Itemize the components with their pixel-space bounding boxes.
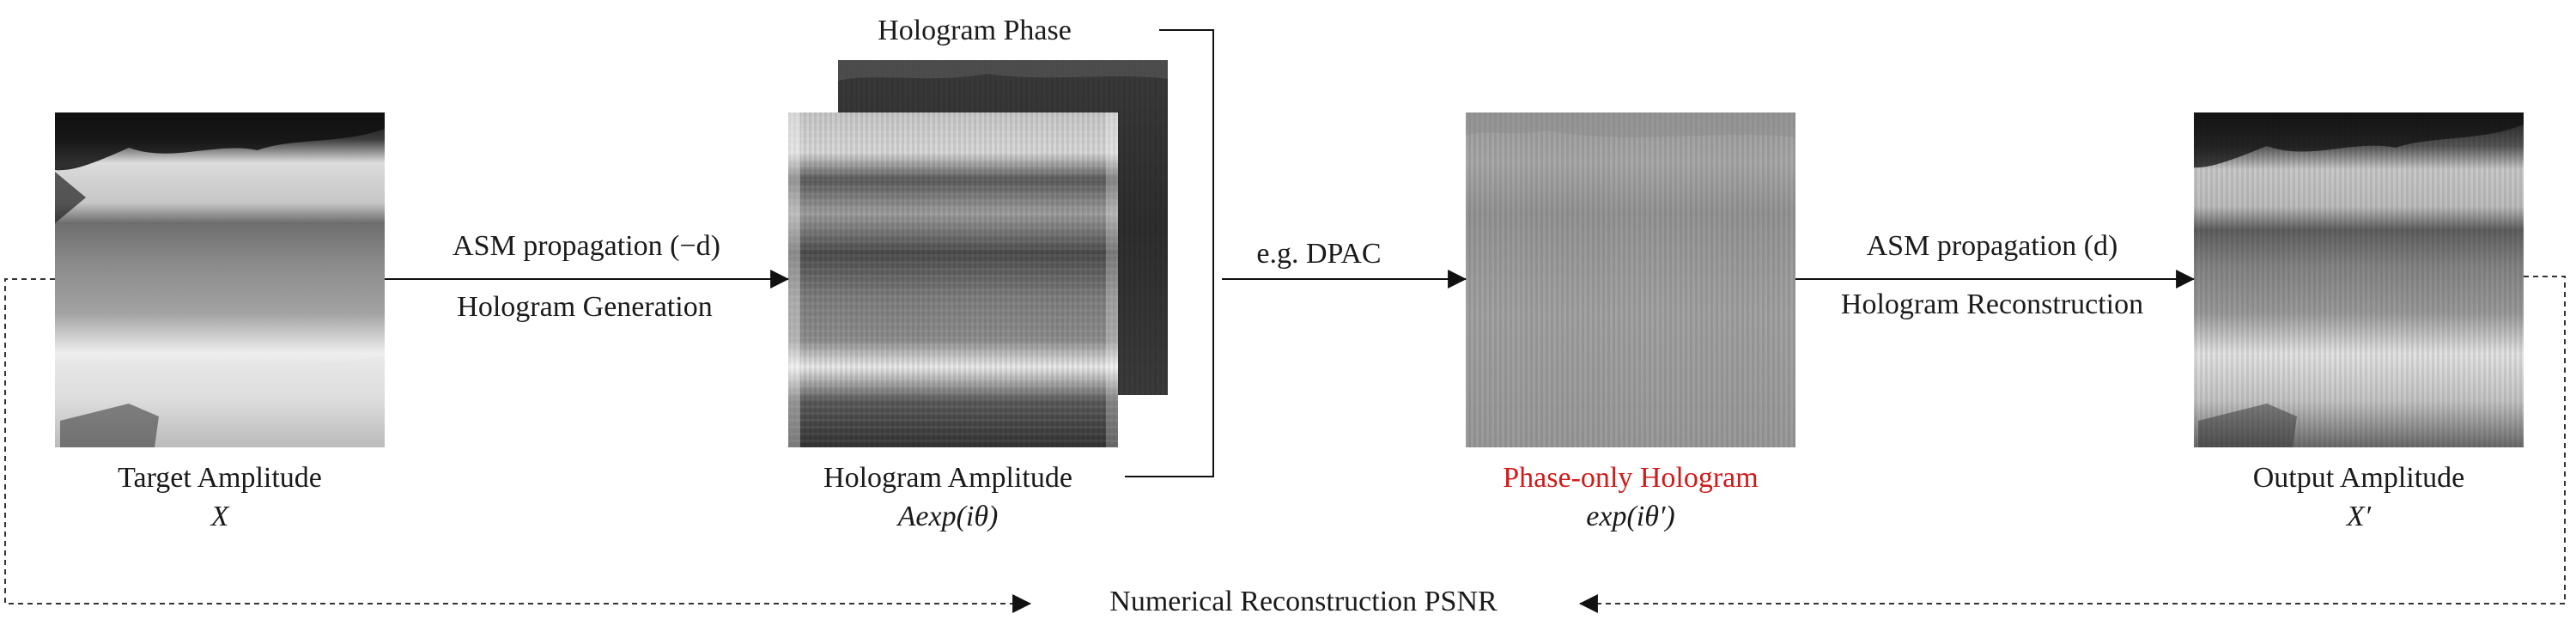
reconstruction-top-label: ASM propagation (d): [1866, 230, 2118, 262]
hologram-amplitude-symbol: Aexp(iθ): [897, 501, 999, 532]
generation-top-label: ASM propagation (−d): [453, 230, 720, 262]
phase-only-hologram-symbol: exp(iθ′): [1586, 501, 1675, 532]
reconstruction-bottom-label: Hologram Reconstruction: [1840, 289, 2144, 320]
psnr-label: Numerical Reconstruction PSNR: [1109, 586, 1498, 617]
generation-bottom-label: Hologram Generation: [457, 291, 713, 323]
hologram-amplitude-title: Hologram Amplitude: [823, 462, 1072, 494]
psnr-dashed-right: [1578, 276, 2566, 613]
output-amplitude-title: Output Amplitude: [2252, 462, 2465, 494]
target-amplitude-image: [55, 112, 385, 447]
phase-only-hologram-title: Phase-only Hologram: [1503, 462, 1759, 494]
hologram-phase-title: Hologram Phase: [878, 15, 1072, 46]
encoding-label: e.g. DPAC: [1256, 238, 1382, 270]
output-amplitude-symbol: X′: [2346, 501, 2372, 532]
target-amplitude-symbol: X: [210, 501, 229, 532]
psnr-dashed-left: [4, 278, 1032, 613]
output-amplitude-image: [2194, 112, 2524, 447]
amplitude-phase-bracket: [1125, 29, 1214, 477]
target-amplitude-title: Target Amplitude: [118, 462, 322, 494]
phase-only-hologram-image: [1466, 112, 1795, 447]
hologram-amplitude-image: [788, 112, 1118, 447]
